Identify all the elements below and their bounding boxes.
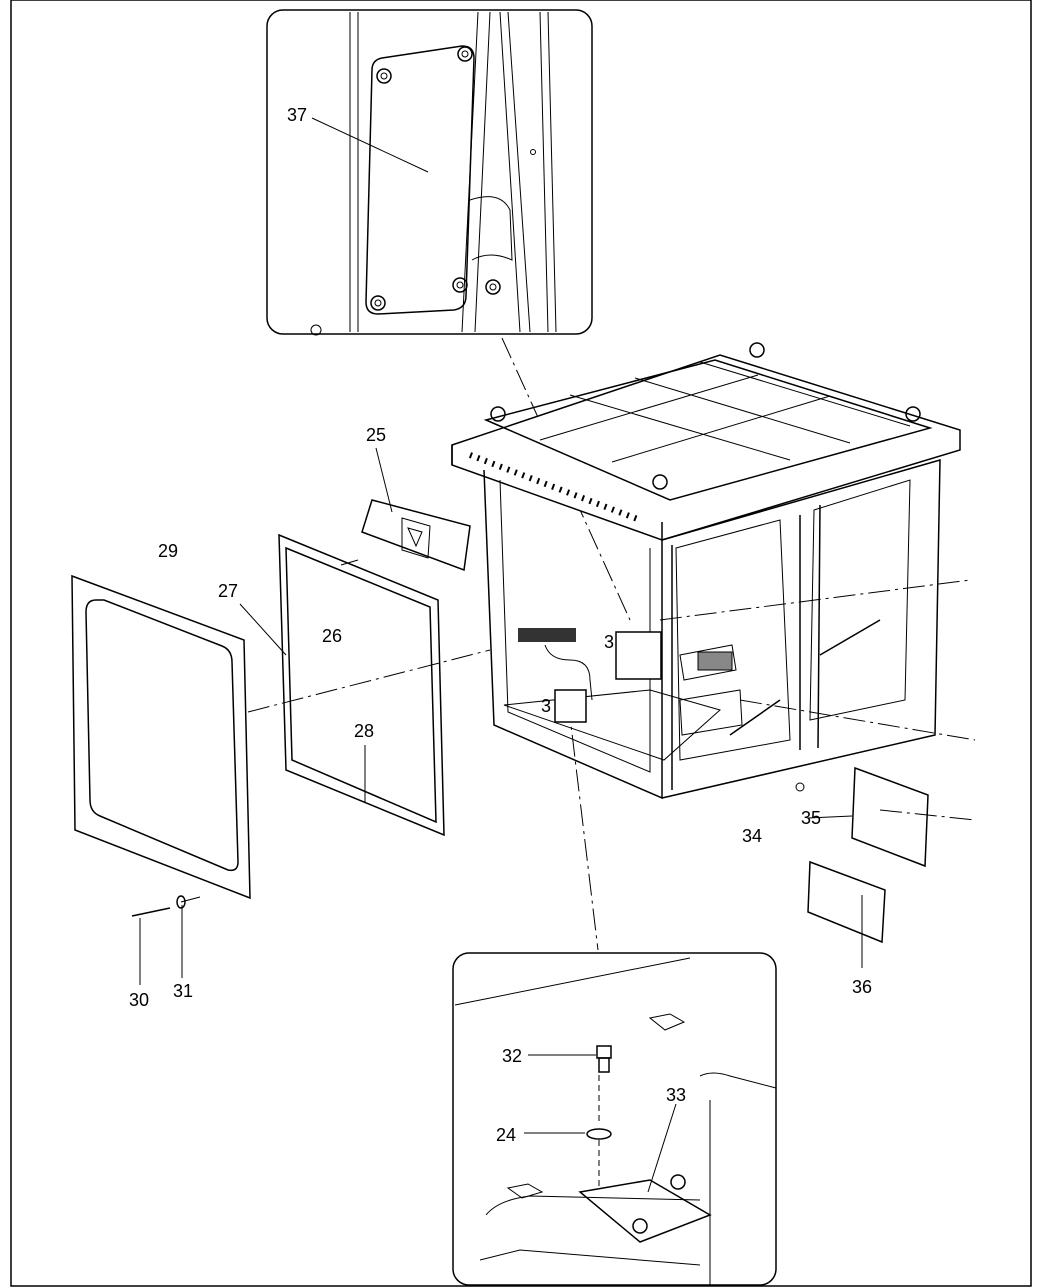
cover-plate-37 [365, 45, 475, 315]
cover-plate-25 [361, 499, 471, 572]
callout-27: 27 [218, 581, 238, 601]
leader-lines [139, 447, 863, 1193]
detail-inset-bottom [452, 952, 777, 1286]
bolt-heads [310, 46, 536, 336]
page-border [10, 0, 1032, 1287]
callout-29: 29 [158, 541, 178, 561]
callout-36: 36 [852, 977, 872, 997]
callout-labels: 37 25 29 27 26 28 3 3 34 35 36 30 31 32 … [129, 105, 872, 1145]
callout-37: 37 [287, 105, 307, 125]
callout-26: 26 [322, 626, 342, 646]
callout-3-lower: 3 [541, 696, 551, 716]
callout-25: 25 [366, 425, 386, 445]
window-seal [278, 533, 445, 837]
callout-28: 28 [354, 721, 374, 741]
window-frame-29 [71, 574, 251, 900]
callout-3-upper: 3 [604, 632, 614, 652]
cab-assembly [451, 342, 961, 800]
callout-34: 34 [742, 826, 762, 846]
washer-34 [795, 782, 805, 792]
bolt-30 [131, 907, 171, 917]
detail-box-37 [615, 631, 662, 680]
callout-24: 24 [496, 1125, 516, 1145]
plate-36 [807, 860, 886, 944]
detail-box-32 [554, 689, 587, 723]
callout-32: 32 [502, 1046, 522, 1066]
callout-33: 33 [666, 1085, 686, 1105]
callout-31: 31 [173, 981, 193, 1001]
detail-inset-top [266, 9, 593, 336]
callout-30: 30 [129, 990, 149, 1010]
assembly-line [247, 649, 491, 713]
washer-31 [176, 895, 186, 909]
callout-35: 35 [801, 808, 821, 828]
leader-bottom-inset [567, 699, 599, 951]
plate-35 [851, 766, 929, 868]
